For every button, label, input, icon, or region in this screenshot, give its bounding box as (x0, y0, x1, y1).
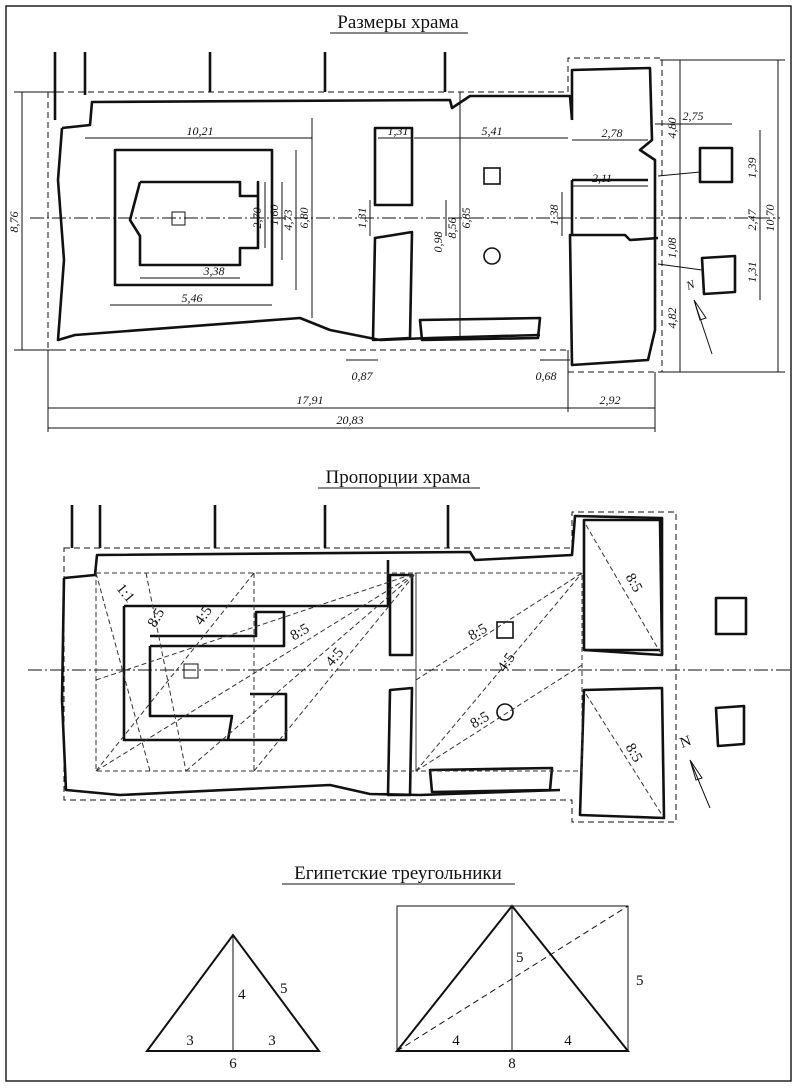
ratio-4-5-b: 4:5 (323, 645, 348, 670)
annex-upper (698, 146, 734, 184)
partition-bottom-slab (418, 316, 542, 342)
triangles-title: Египетские треугольники (294, 863, 502, 884)
cella-inner-lower (148, 646, 234, 741)
t2-height: 5 (516, 950, 524, 966)
egyptian-triangle-small (145, 933, 321, 1052)
cella-inner-upper (150, 610, 286, 648)
dim-4-80: 4,80 (665, 118, 679, 139)
t2-leg-right: 4 (564, 1033, 572, 1049)
t1-leg-left: 3 (186, 1033, 194, 1049)
dim-2-11: 2,11 (592, 171, 612, 185)
upper-stub-walls (53, 52, 447, 120)
north-arrow-icon-2 (689, 759, 711, 809)
dim-1-39: 1,39 (745, 158, 759, 179)
dim-1-38: 1,38 (547, 205, 561, 226)
dim-2-92: 2,92 (600, 393, 621, 407)
t1-leg-right: 3 (268, 1033, 276, 1049)
annex-lower (700, 254, 737, 296)
dim-2-47: 2,47 (745, 209, 759, 231)
egyptian-triangle-large (394, 904, 631, 1052)
column-round (483, 247, 501, 265)
dim-1-31-right: 1,31 (745, 262, 759, 283)
t2-side: 5 (636, 973, 644, 989)
annex-lower-2 (714, 704, 746, 748)
north-arrow-icon (693, 299, 713, 355)
ratio-8-5-e: 8:5 (622, 571, 645, 596)
temple-plan-dimensions: 10,21 1,31 5,41 2,78 2,75 2,11 3,38 5,46… (7, 52, 785, 432)
outer-wall-left-bottom-2 (60, 577, 561, 797)
page-frame (5, 5, 792, 1082)
ratio-8-5-b: 8:5 (288, 621, 313, 644)
dim-8-56: 8,56 (445, 218, 459, 239)
pronaos-lower-2 (578, 686, 666, 820)
dim-0-68: 0,68 (536, 369, 557, 383)
proportions-title: Пропорции храма (326, 467, 471, 488)
altar-square-2 (183, 663, 199, 679)
dim-1-60: 1,60 (267, 205, 281, 226)
partition-upper (373, 126, 414, 207)
temple-plan-proportions: 1:1 8:5 4:5 8:5 4:5 8:5 4:5 8:5 8:5 8:5 … (28, 505, 790, 823)
dim-6-80: 6,80 (297, 208, 311, 229)
ratio-4-5-c: 4:5 (495, 650, 519, 675)
dim-0-98: 0,98 (431, 232, 445, 253)
proportion-lines (95, 524, 663, 816)
t1-side: 5 (280, 981, 288, 997)
dim-10-70: 10,70 (763, 205, 777, 232)
column-square-2 (496, 621, 514, 639)
outer-wall-main-2 (63, 514, 664, 655)
dimensions-title: Размеры храма (337, 12, 459, 33)
t2-base: 8 (508, 1056, 516, 1072)
dim-17-91: 17,91 (297, 393, 324, 407)
dim-2-75: 2,75 (683, 109, 704, 123)
ratio-8-5-c: 8:5 (466, 621, 491, 644)
cella-inner-chamber (128, 180, 260, 267)
outer-wall-left-bottom (56, 127, 541, 342)
dim-1-31-mid: 1,31 (355, 208, 369, 229)
annex-upper-2 (714, 596, 748, 636)
partition-slab-2 (428, 766, 554, 794)
column-square (483, 167, 501, 185)
t2-leg-left: 4 (452, 1033, 460, 1049)
dim-6-85: 6,85 (459, 208, 473, 229)
t1-height: 4 (238, 987, 246, 1003)
dim-4-82: 4,82 (665, 308, 679, 329)
upper-stub-walls-2 (70, 505, 450, 548)
outer-wall-main (61, 66, 659, 367)
dim-2-78: 2,78 (602, 126, 623, 140)
dim-0-87: 0,87 (352, 369, 374, 383)
dim-5-46: 5,46 (182, 291, 203, 305)
dim-5-41: 5,41 (482, 124, 503, 138)
cella-outer-frame-2 (122, 560, 390, 742)
pronaos-upper-2 (582, 518, 664, 657)
partition-lower (371, 230, 414, 342)
north-label-1: N (683, 277, 697, 294)
dim-2-70: 2,70 (250, 208, 264, 229)
pronaos-wall (570, 178, 648, 235)
dim-1-08: 1,08 (665, 238, 679, 259)
cella-outer-frame (113, 148, 274, 287)
partition-lower-2 (386, 686, 414, 797)
dimension-lines (14, 59, 785, 432)
dim-10-21: 10,21 (187, 124, 214, 138)
dim-20-83: 20,83 (337, 413, 364, 427)
north-label-2: N (678, 733, 694, 752)
t1-base: 6 (229, 1056, 237, 1072)
dim-8-76: 8,76 (7, 212, 21, 233)
dim-4-73: 4,73 (281, 210, 295, 231)
ratio-8-5-d: 8:5 (468, 709, 493, 732)
dim-1-31-top: 1,31 (388, 124, 409, 138)
ratio-8-5-f: 8:5 (622, 741, 645, 766)
dim-3-38: 3,38 (203, 264, 225, 278)
column-round-2 (496, 703, 514, 721)
partition-upper-2 (388, 573, 414, 657)
ratio-1-1: 1:1 (113, 581, 138, 606)
ratio-8-5-a: 8:5 (145, 606, 168, 631)
outer-dashed-outline-2 (63, 511, 677, 823)
